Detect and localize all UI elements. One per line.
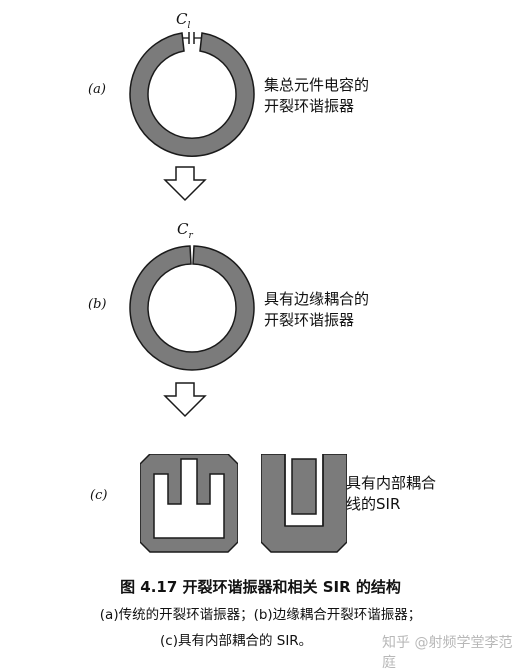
figure-caption-title: 图 4.17 开裂环谐振器和相关 SIR 的结构 [120, 578, 401, 596]
watermark: 知乎 @射频学堂李范庭 [382, 635, 513, 671]
figure-caption-line-2: (c)具有内部耦合的 SIR。 [160, 633, 313, 649]
panel-b-description: 具有边缘耦合的 开裂环谐振器 [264, 290, 370, 329]
split-ring-lumped-capacitor [129, 32, 255, 157]
split-ring-edge-coupled [129, 245, 255, 371]
figure-caption-line-1: (a)传统的开裂环谐振器；(b)边缘耦合开裂环谐振器； [99, 607, 422, 623]
sir-internal-coupled-line [261, 454, 347, 553]
capacitor-label-a: Cl [176, 10, 191, 31]
sir-square-resonator [140, 454, 238, 553]
panel-c-description: 具有内部耦合 线的SIR [346, 474, 437, 513]
panel-a-label: (a) [88, 82, 106, 97]
panel-b-label: (b) [88, 297, 107, 312]
panel-c-label: (c) [90, 488, 108, 503]
down-arrow-icon [163, 382, 207, 418]
capacitor-label-b: Cr [177, 220, 193, 241]
down-arrow-icon [163, 166, 207, 202]
panel-a-description: 集总元件电容的 开裂环谐振器 [264, 76, 370, 115]
